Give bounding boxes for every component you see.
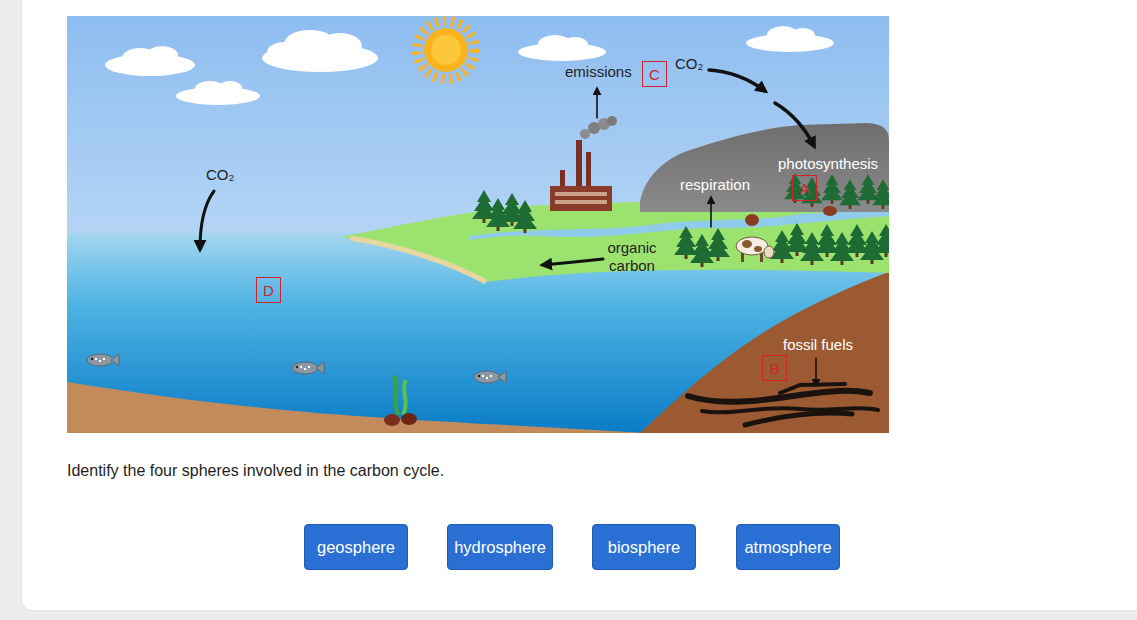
button-label: biosphere: [608, 538, 680, 557]
illustration-part: [690, 234, 714, 267]
illustration-part: [580, 129, 590, 139]
illustration-part: [710, 198, 712, 227]
illustration-part: [543, 259, 603, 265]
fish: [87, 354, 506, 383]
illustration-part: [791, 28, 815, 44]
illustration-part: [403, 380, 406, 415]
seabed: [67, 382, 645, 433]
illustration-part: [607, 116, 617, 126]
illustration-part: [267, 42, 303, 62]
illustration-part: [87, 354, 119, 366]
choice-button: biosphere: [592, 524, 696, 570]
illustration-part: [706, 228, 730, 261]
illustration-part: [560, 170, 565, 188]
sun: [417, 21, 475, 79]
letter-marker: A: [792, 175, 817, 201]
illustration-part: [146, 46, 178, 64]
illustration-part: [384, 414, 400, 426]
mountain: [640, 123, 889, 212]
illustration-part: [742, 240, 752, 248]
illustration-part: [576, 140, 582, 188]
illustration-part: [292, 362, 324, 374]
illustration-part: [709, 70, 765, 91]
diagram-label: fossil fuels: [783, 336, 853, 354]
illustration-part: [815, 358, 817, 385]
illustration-part: [318, 33, 362, 59]
illustration-part: [821, 174, 843, 204]
question-text: Identify the four spheres involved in th…: [67, 462, 444, 480]
letter-marker: C: [642, 61, 667, 87]
letter-marker: D: [256, 277, 281, 303]
diagram-label: photosynthesis: [778, 155, 878, 173]
scene: [67, 16, 889, 433]
illustration-part: [775, 103, 814, 146]
shoreline: [350, 238, 486, 282]
illustration-part: [839, 179, 861, 209]
trees: [472, 173, 889, 267]
illustration-part: [550, 186, 612, 211]
letter-marker: B: [762, 355, 787, 381]
earth-crust: [640, 272, 889, 433]
choice-button: geosphere: [304, 524, 408, 570]
illustration-part: [417, 21, 475, 79]
cow: [736, 237, 774, 262]
illustration-part: [596, 89, 598, 118]
illustration-part: [736, 237, 768, 255]
choice-button: hydrosphere: [447, 524, 553, 570]
diagram-label: organic carbon: [597, 239, 667, 275]
illustration-part: [431, 35, 461, 65]
land: [340, 202, 889, 282]
rocks: [745, 206, 837, 226]
sky: [67, 16, 889, 433]
flow-arrows: [200, 70, 816, 385]
seaweed: [384, 376, 417, 426]
factory: [550, 116, 617, 211]
button-label: hydrosphere: [454, 538, 546, 557]
marker-letter: C: [649, 66, 660, 83]
illustration-part: [424, 28, 468, 72]
illustration-part: [745, 413, 852, 425]
button-label: atmosphere: [744, 538, 831, 557]
illustration-part: [555, 192, 607, 196]
diagram-label: respiration: [680, 176, 750, 194]
illustration-part: [823, 206, 837, 216]
illustration-part: [745, 214, 759, 226]
marker-letter: A: [799, 180, 809, 197]
illustration-part: [780, 384, 845, 393]
illustration-part: [562, 37, 588, 53]
marker-letter: B: [769, 360, 779, 377]
illustration-part: [555, 200, 607, 204]
illustration-part: [200, 191, 214, 249]
illustration-part: [474, 371, 506, 383]
marker-letter: D: [263, 282, 274, 299]
illustration-part: [401, 413, 417, 425]
illustration-part: [754, 246, 762, 252]
illustration-part: [513, 200, 537, 233]
illustration-part: [764, 246, 774, 258]
fossil-fuel-deposits: [688, 384, 878, 425]
diagram-label: emissions: [565, 63, 632, 81]
illustration-part: [872, 179, 889, 209]
illustration-part: [845, 224, 869, 257]
illustration-part: [218, 81, 242, 95]
button-label: geosphere: [317, 538, 395, 557]
illustration-part: [586, 152, 591, 188]
diagram-label: CO₂: [206, 166, 234, 184]
diagram-label: CO₂: [675, 55, 703, 73]
choice-button: atmosphere: [736, 524, 840, 570]
illustration-part: [874, 224, 889, 257]
illustration-part: [394, 376, 398, 415]
illustration-part: [857, 174, 879, 204]
